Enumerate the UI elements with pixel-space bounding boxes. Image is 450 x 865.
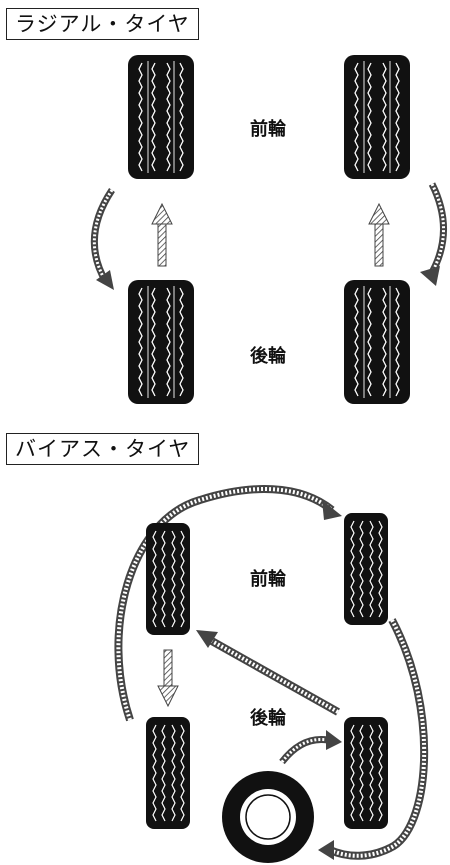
bias-spare-tire [222, 771, 314, 863]
radial-rear-right-tire [343, 279, 411, 405]
radial-rotation-diagram: 前輪 後輪 [90, 54, 447, 405]
bias-front-left-down-arrow [157, 649, 179, 708]
bias-rear-left-tire [145, 716, 191, 830]
radial-front-right-tire [343, 54, 411, 180]
bias-rotation-diagram: 前輪 後輪 [114, 485, 429, 863]
radial-right-curved-arrow [420, 182, 447, 286]
bias-rear-right-tire [343, 716, 389, 830]
bias-spare-to-rear-right-arrow [279, 730, 342, 765]
radial-left-curved-arrow [90, 188, 115, 290]
bias-rear-left-to-front-right-arrow [114, 485, 342, 722]
radial-front-left-tire [127, 54, 195, 180]
radial-rear-label: 後輪 [250, 345, 287, 367]
radial-right-up-arrow [368, 202, 390, 267]
bias-rear-label: 後輪 [250, 707, 287, 729]
bias-rear-right-to-front-left-arrow [196, 630, 340, 716]
radial-rear-left-tire [127, 279, 195, 405]
bias-front-label: 前輪 [250, 568, 287, 590]
bias-front-right-tire [343, 512, 389, 626]
radial-front-label: 前輪 [250, 118, 287, 140]
bias-tire-title: バイアス・タイヤ [6, 433, 200, 465]
bias-front-right-to-spare-arrow [318, 618, 429, 860]
bias-front-left-tire [145, 522, 191, 636]
radial-tire-title: ラジアル・タイヤ [6, 8, 199, 40]
radial-left-up-arrow [151, 202, 173, 267]
